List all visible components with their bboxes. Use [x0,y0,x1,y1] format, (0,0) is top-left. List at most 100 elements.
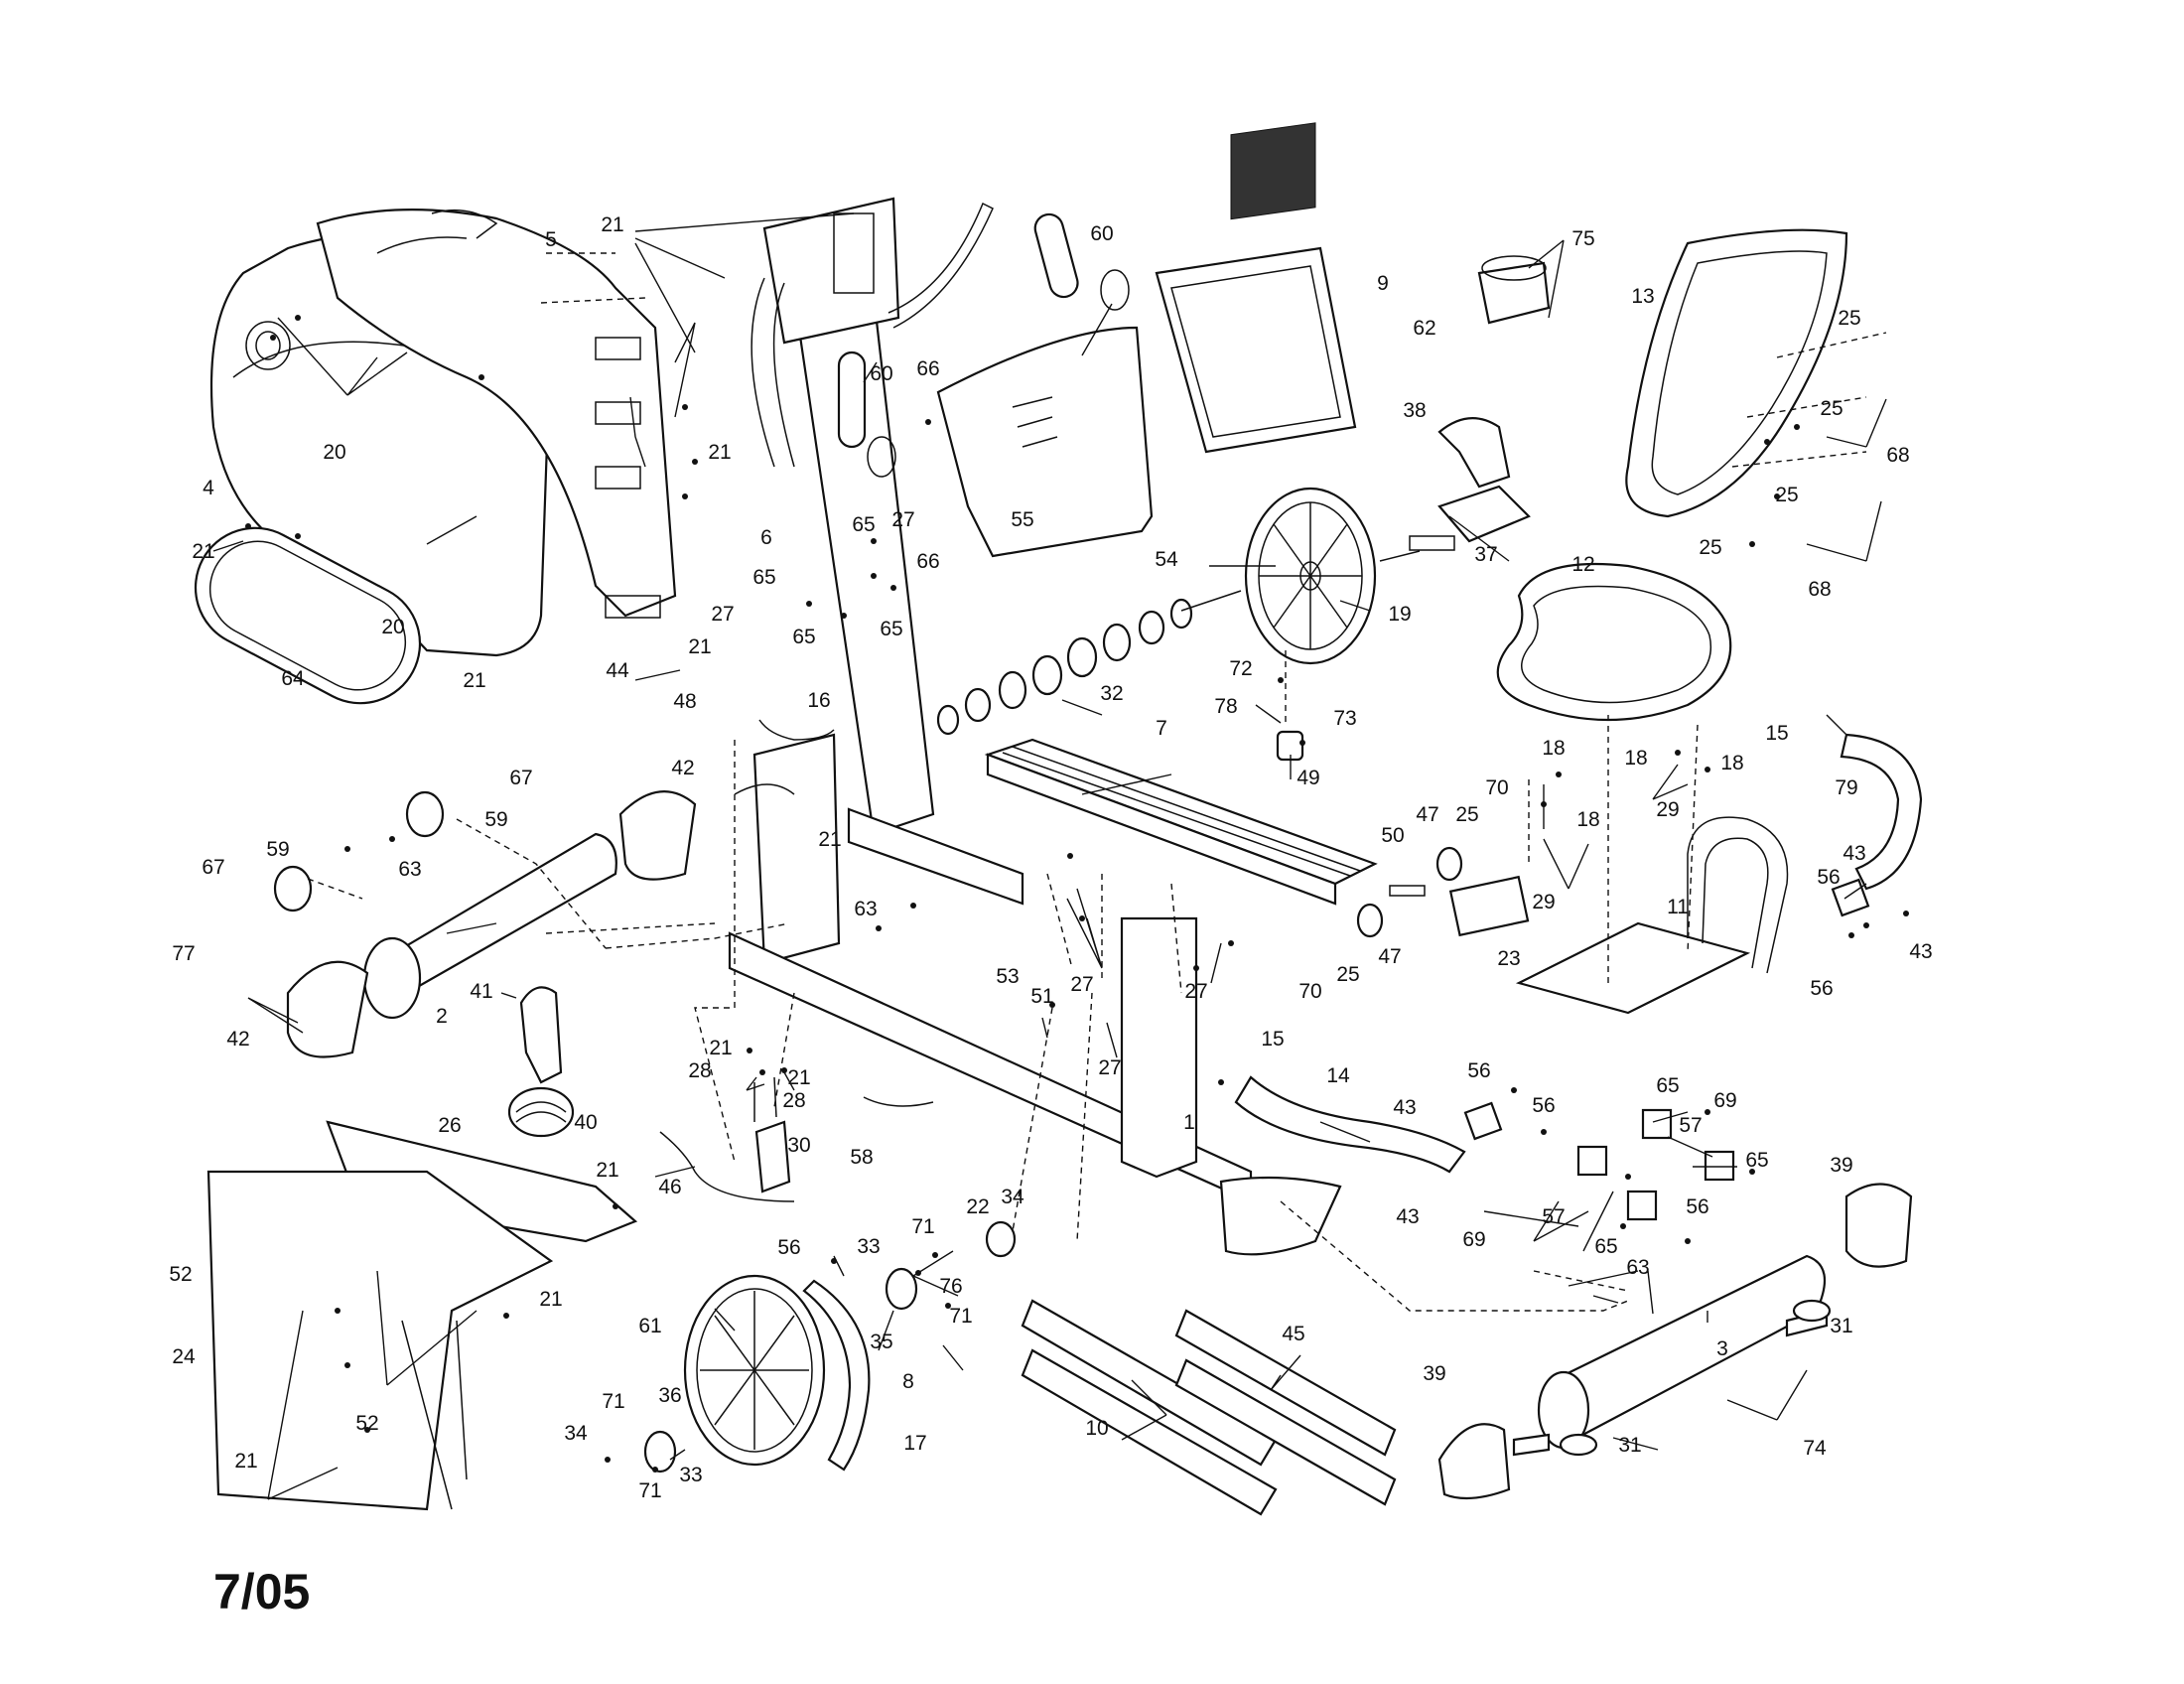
part-62-bottle-holder [1477,261,1551,325]
callout-31: 31 [1618,1434,1641,1457]
callout-64: 64 [281,667,305,690]
callout-67: 67 [509,767,532,789]
callout-42: 42 [226,1028,249,1051]
callout-73: 73 [1333,707,1356,730]
callout-56: 56 [1467,1059,1490,1082]
callout-25: 25 [1336,963,1359,986]
callout-78: 78 [1214,695,1237,718]
callout-21: 21 [596,1159,618,1182]
callout-22: 22 [966,1195,989,1218]
part-1-main-frame [728,733,1342,1256]
callout-1: 1 [1183,1111,1195,1134]
callout-52: 52 [355,1412,378,1435]
part-26-24-chain-guards [206,1120,638,1511]
callout-60: 60 [870,362,892,385]
callout-67: 67 [202,856,224,879]
callout-27: 27 [1098,1056,1121,1079]
callout-43: 43 [1909,940,1932,963]
callout-57: 57 [1679,1114,1702,1137]
callout-56: 56 [1810,977,1833,1000]
callout-21: 21 [234,1450,257,1473]
callout-63: 63 [854,898,877,920]
callout-39: 39 [1423,1362,1445,1385]
callout-21: 21 [539,1288,562,1311]
callout-21: 21 [192,540,214,563]
callout-43: 43 [1396,1205,1419,1228]
callout-9: 9 [1377,272,1389,295]
part-32-bearing-set [936,598,1193,736]
callout-20: 20 [381,616,404,638]
callout-65: 65 [1594,1235,1617,1258]
part-drawings [194,122,1923,1516]
callout-65: 65 [1745,1149,1768,1172]
callout-21: 21 [601,213,623,236]
part-64-drive-belt [194,526,422,705]
callout-58: 58 [850,1146,873,1169]
callout-27: 27 [891,508,914,531]
callout-26: 26 [438,1114,461,1137]
callout-17: 17 [903,1432,926,1455]
callout-18: 18 [1576,808,1599,831]
part-41-strap [519,986,563,1084]
callout-76: 76 [939,1275,962,1298]
callout-12: 12 [1571,553,1594,576]
callout-65: 65 [1656,1074,1679,1097]
callout-33: 33 [679,1464,702,1486]
callout-25: 25 [1699,536,1721,559]
part-10-45-tubes [1021,1299,1397,1516]
callout-68: 68 [1886,444,1909,467]
callout-71: 71 [911,1215,934,1238]
callout-72: 72 [1229,657,1252,680]
part-2-front-stabilizer [286,790,697,1058]
callout-21: 21 [709,1037,732,1059]
callout-71: 71 [638,1479,661,1502]
callout-49: 49 [1297,767,1319,789]
callout-54: 54 [1155,548,1178,571]
callout-42: 42 [671,757,694,779]
part-handlebar [751,277,775,468]
callout-16: 16 [807,689,830,712]
callout-8: 8 [902,1370,914,1393]
callout-13: 13 [1631,285,1654,308]
callout-23: 23 [1497,947,1520,970]
part-23-bracket [1448,875,1530,937]
part-19-flywheel [1180,487,1421,665]
callout-5: 5 [545,228,557,251]
part-31-foot [1792,1299,1832,1323]
callout-11: 11 [1667,896,1689,918]
callout-39: 39 [1830,1154,1852,1177]
callout-25: 25 [1838,307,1860,330]
callout-66: 66 [916,550,939,573]
callout-45: 45 [1282,1323,1304,1345]
callout-41: 41 [470,980,492,1003]
callout-51: 51 [1030,985,1053,1008]
callout-34: 34 [564,1422,588,1445]
callout-44: 44 [606,659,629,682]
assembly-lines [307,252,1887,1312]
callout-59: 59 [484,808,507,831]
part-5-right-shroud [316,209,677,618]
callout-77: 77 [172,942,195,965]
part-55-console-cover [936,326,1154,558]
callout-56: 56 [1686,1195,1708,1218]
part-38-pedal-strap [1437,417,1511,489]
part-60-grip [1033,212,1079,299]
callout-21: 21 [708,441,731,464]
callout-38: 38 [1403,399,1426,422]
callout-18: 18 [1720,752,1743,774]
callout-24: 24 [172,1345,196,1368]
part-9-console [1155,246,1357,454]
callout-21: 21 [818,828,841,851]
callout-66: 66 [916,357,939,380]
callout-55: 55 [1011,508,1033,531]
callout-33: 33 [857,1235,880,1258]
callout-34: 34 [1001,1186,1024,1208]
part-46-wire [659,1131,795,1202]
callout-71: 71 [602,1390,624,1413]
callout-25: 25 [1455,803,1478,826]
callout-37: 37 [1474,543,1497,566]
callout-27: 27 [1070,973,1093,996]
part-7-seat-rail [984,738,1378,886]
callout-75: 75 [1571,227,1594,250]
